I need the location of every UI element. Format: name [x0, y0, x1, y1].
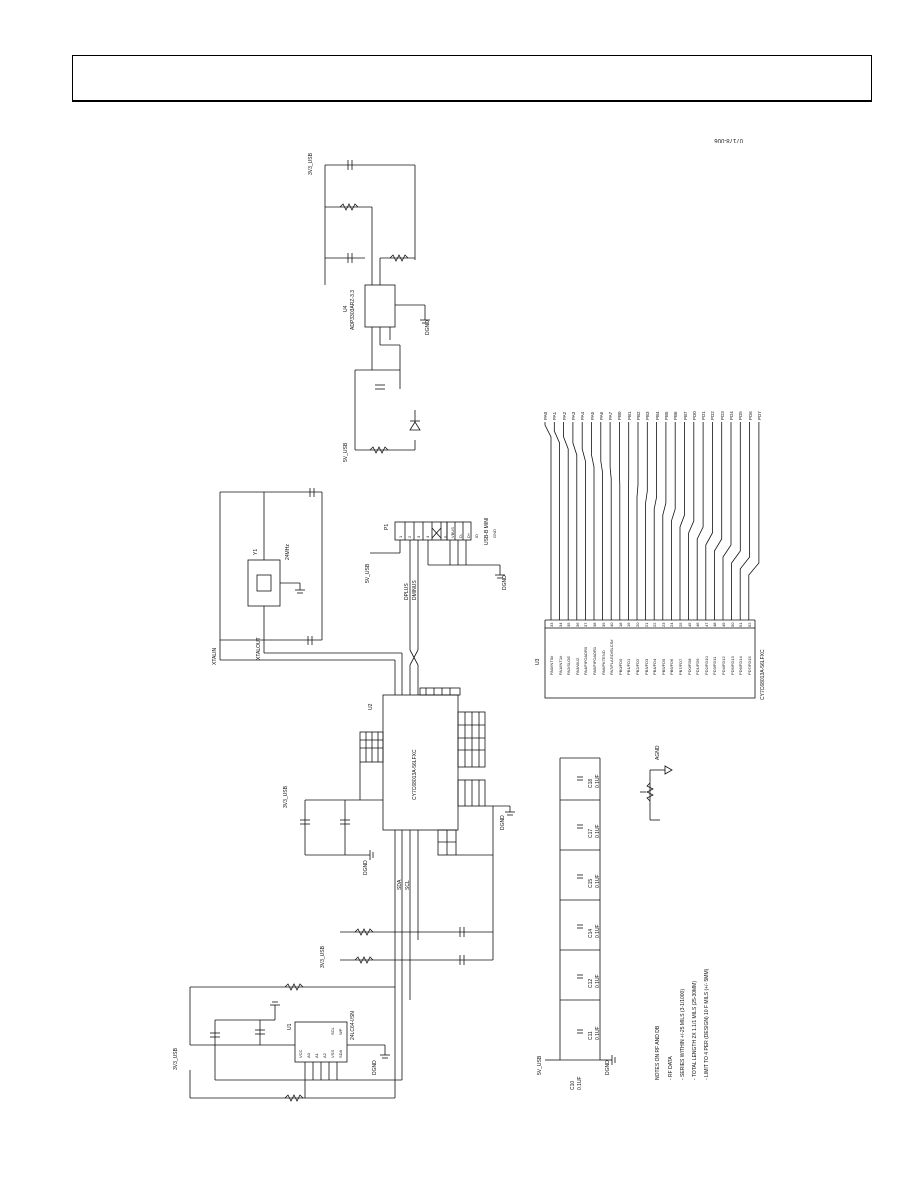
bus-trace: [591, 422, 595, 620]
bus-trace: [671, 422, 676, 620]
bus-trace: [662, 422, 667, 620]
u1-section: [189, 983, 402, 1102]
page-header-frame: [72, 55, 872, 102]
bus-trace: [714, 422, 723, 620]
bus-trace: [748, 422, 760, 620]
bus-trace: [739, 422, 750, 620]
usb-connector-body: [394, 521, 448, 541]
bus-trace: [609, 422, 612, 620]
bus-trace: [731, 422, 741, 620]
u1-eeprom-body: [294, 1021, 348, 1063]
decoupling-caps: [545, 757, 616, 1065]
bus-trace: [563, 422, 569, 620]
bus-trace: [653, 422, 657, 620]
bus-trace: [636, 422, 639, 620]
bus-trace: [722, 422, 732, 620]
bus-trace: [688, 422, 695, 620]
bus-trace: [572, 422, 578, 620]
bus-trace: [696, 422, 704, 620]
bus-trace: [705, 422, 713, 620]
u2-chip-body: [382, 694, 459, 831]
u2-section: [300, 687, 515, 1098]
crystal-section: [219, 488, 403, 688]
u3-section: [544, 619, 756, 699]
bus-trace: [600, 422, 603, 620]
trim-potentiometer: [640, 765, 673, 821]
bus-trace: [553, 422, 560, 620]
bus-trace: [544, 422, 552, 620]
bus-trace: [679, 422, 685, 620]
u3-chip-body: [544, 627, 756, 699]
usb-connector-section: [370, 521, 505, 688]
u4-regulator-body: [364, 284, 396, 328]
y1-crystal-body: [247, 559, 281, 607]
bus-trace: [581, 422, 586, 620]
reset-network: [340, 927, 493, 965]
bus-trace: [645, 422, 648, 620]
regulator-section: [324, 160, 430, 454]
